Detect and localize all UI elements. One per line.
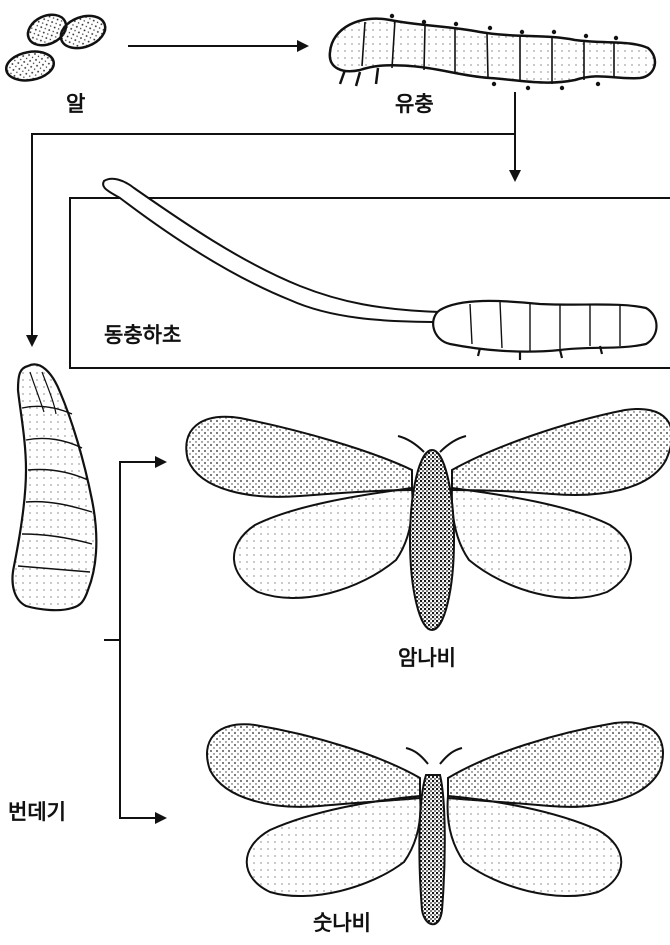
male-moth-illustration: [207, 722, 663, 924]
female-moth-illustration: [186, 409, 670, 630]
cordyceps-illustration: [103, 179, 656, 360]
pupa-label: 번데기: [8, 796, 66, 826]
branch-connector: [104, 462, 165, 640]
egg-illustration: [4, 9, 110, 84]
pupa-illustration: [13, 364, 97, 610]
cordyceps-label: 동충하초: [104, 319, 181, 349]
arrow-pupa-to-male: [120, 640, 165, 818]
male-moth-label: 숫나비: [313, 907, 371, 937]
larva-illustration: [330, 14, 655, 90]
larva-label: 유충: [395, 88, 434, 118]
egg-label: 알: [66, 88, 85, 118]
female-moth-label: 암나비: [398, 642, 456, 672]
